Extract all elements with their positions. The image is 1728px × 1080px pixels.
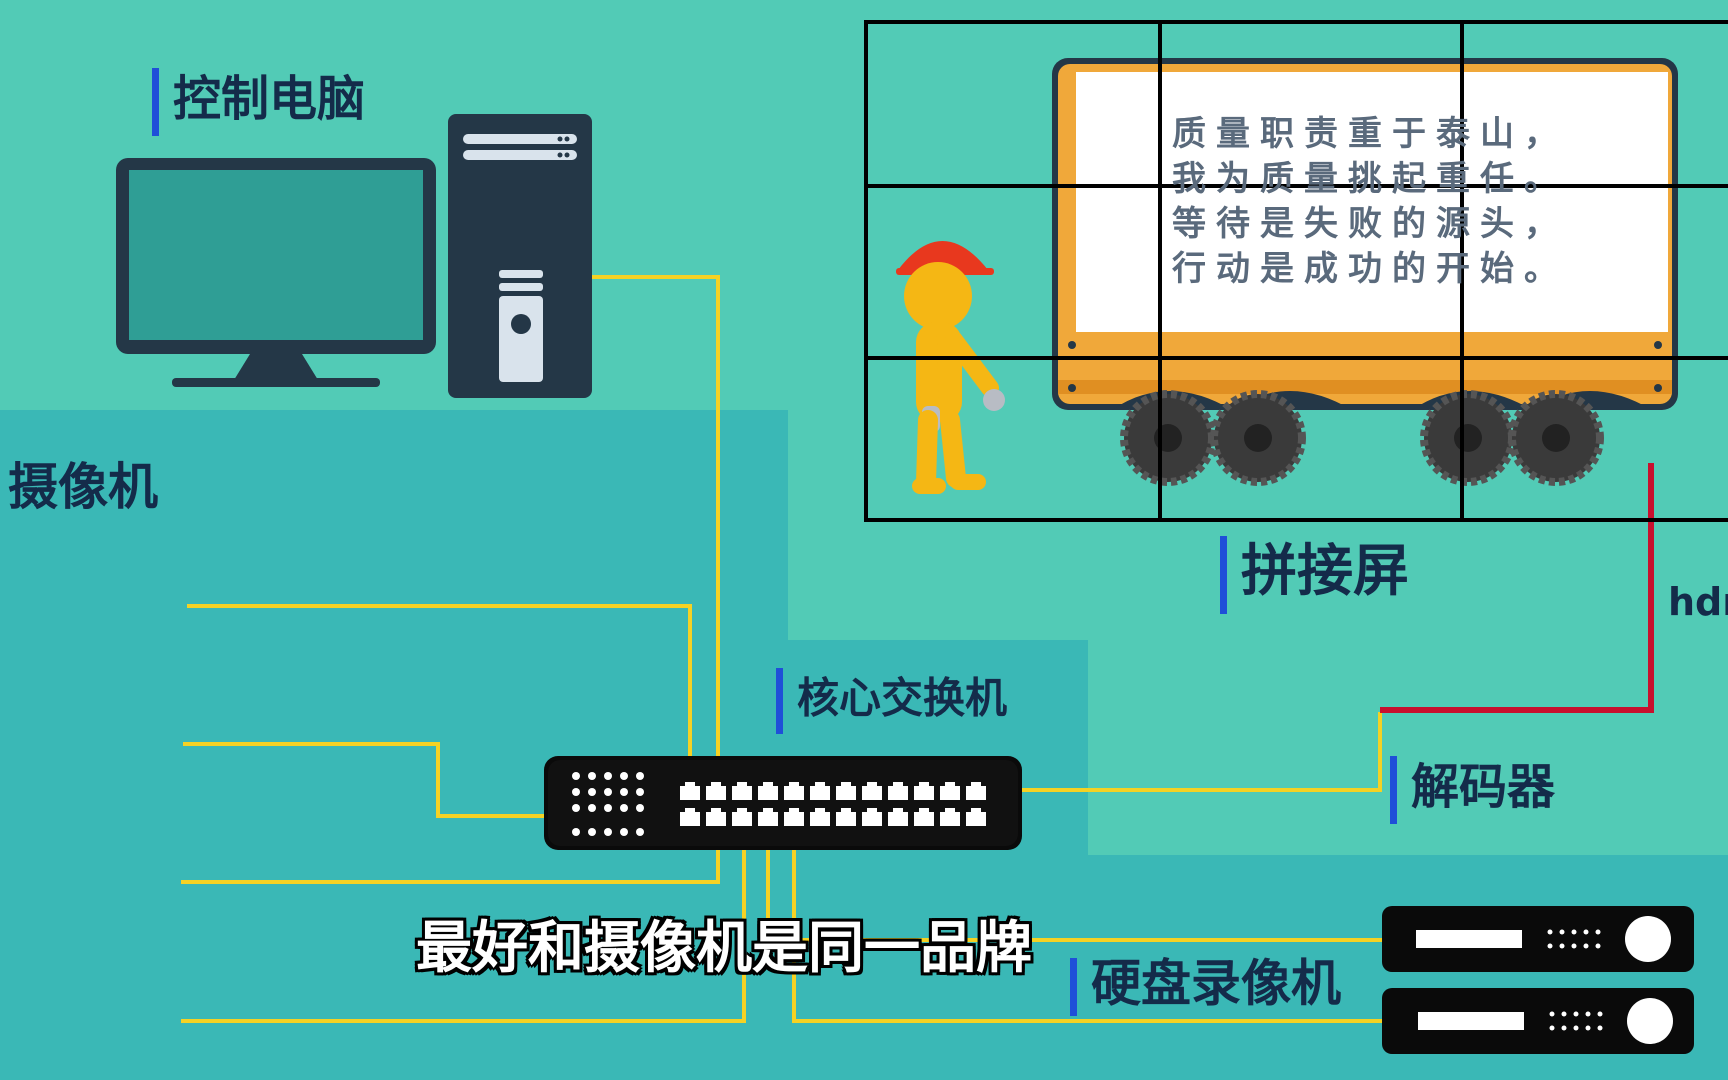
core-switch-label: 核心交换机 bbox=[776, 668, 1007, 734]
cable-decoder bbox=[975, 712, 1382, 792]
billboard-slogan: 质量职责重于泰山， 我为质量挑起重任。 等待是失败的源头， 行动是成功的开始。 bbox=[1172, 112, 1568, 292]
label-accent-bar bbox=[776, 668, 783, 734]
switch-vent-dots bbox=[572, 772, 644, 836]
switch-zone-panel bbox=[788, 640, 1088, 1080]
camera-label: 摄像机 bbox=[8, 458, 158, 516]
switch-port bbox=[966, 782, 986, 800]
switch-port bbox=[758, 782, 778, 800]
switch-port bbox=[836, 782, 856, 800]
control-pc-label: 控制电脑 bbox=[152, 68, 365, 136]
switch-port bbox=[888, 782, 908, 800]
switch-port bbox=[888, 808, 908, 826]
switch-port bbox=[680, 782, 700, 800]
worker-figure bbox=[896, 241, 1005, 494]
hdmi-cable bbox=[1380, 463, 1654, 713]
switch-port bbox=[862, 808, 882, 826]
switch-port bbox=[966, 808, 986, 826]
nvr-device-bottom bbox=[1382, 988, 1694, 1054]
video-subtitle: 最好和摄像机是同一品牌 bbox=[416, 916, 1032, 981]
slogan-line-3: 等待是失败的源头， bbox=[1172, 204, 1568, 244]
nvr-label: 硬盘录像机 bbox=[1070, 958, 1341, 1016]
switch-port bbox=[810, 808, 830, 826]
slogan-line-1: 质量职责重于泰山， bbox=[1172, 114, 1568, 154]
pc-tower-icon bbox=[448, 114, 592, 398]
switch-port bbox=[940, 808, 960, 826]
label-accent-bar bbox=[1070, 958, 1077, 1016]
label-accent-bar bbox=[152, 68, 159, 136]
slogan-line-4: 行动是成功的开始。 bbox=[1172, 249, 1568, 289]
switch-port bbox=[784, 808, 804, 826]
switch-port bbox=[706, 808, 726, 826]
cable-camera-4 bbox=[181, 818, 746, 1023]
video-wall-grid bbox=[864, 20, 1728, 522]
switch-port bbox=[914, 808, 934, 826]
switch-port bbox=[706, 782, 726, 800]
switch-port bbox=[836, 808, 856, 826]
switch-port bbox=[862, 782, 882, 800]
billboard-truck-illustration bbox=[1052, 58, 1678, 486]
cable-camera-1 bbox=[187, 604, 692, 790]
cable-nvr-1 bbox=[766, 818, 1390, 942]
switch-ports bbox=[680, 782, 986, 826]
switch-port bbox=[732, 808, 752, 826]
nvr-device-top bbox=[1382, 906, 1694, 972]
label-accent-bar bbox=[1220, 536, 1227, 614]
switch-port bbox=[680, 808, 700, 826]
switch-port bbox=[810, 782, 830, 800]
hdmi-label: hdr bbox=[1668, 580, 1728, 624]
video-wall-label: 拼接屏 bbox=[1220, 536, 1409, 614]
switch-port bbox=[914, 782, 934, 800]
decoder-label: 解码器 bbox=[1390, 756, 1555, 824]
cable-pc-switch bbox=[592, 275, 720, 790]
label-accent-bar bbox=[1390, 756, 1397, 824]
switch-port bbox=[732, 782, 752, 800]
core-switch-device bbox=[544, 756, 1022, 850]
cable-nvr-2 bbox=[792, 818, 1390, 1023]
slogan-line-2: 我为质量挑起重任。 bbox=[1172, 159, 1568, 199]
switch-port bbox=[784, 782, 804, 800]
switch-port bbox=[940, 782, 960, 800]
switch-port bbox=[758, 808, 778, 826]
monitor-icon bbox=[116, 158, 436, 387]
